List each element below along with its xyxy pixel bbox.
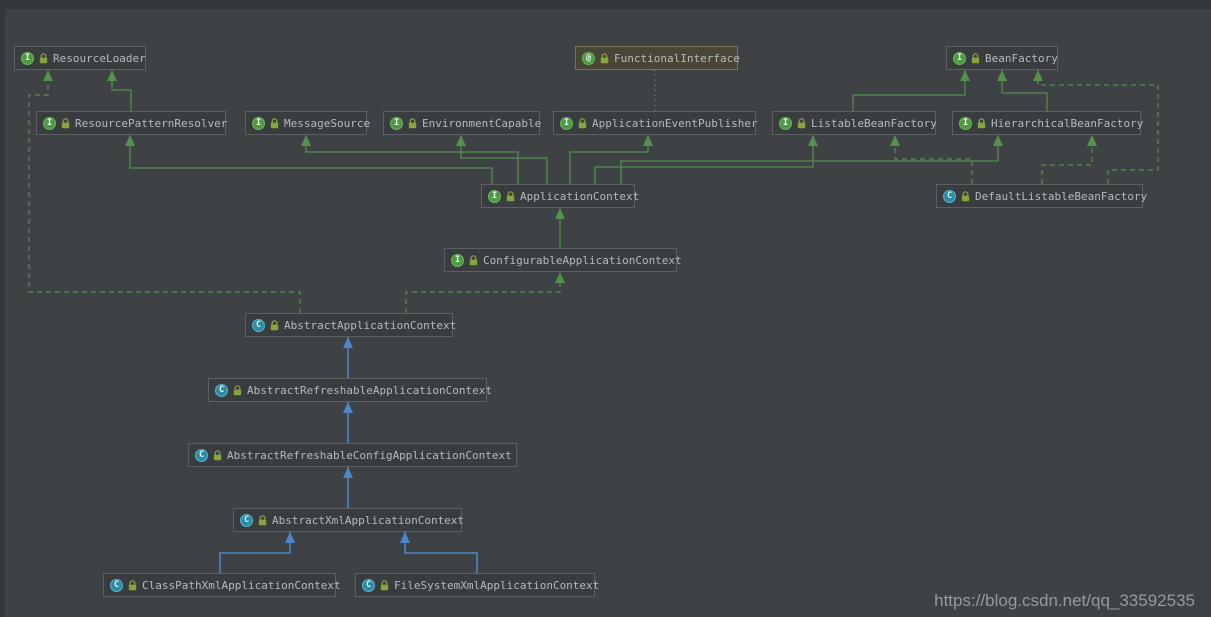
- node-configurableApplicationContext[interactable]: I ConfigurableApplicationContext: [444, 248, 682, 272]
- node-environmentCapable[interactable]: I EnvironmentCapable: [383, 111, 542, 135]
- node-hierarchicalBeanFactory[interactable]: I HierarchicalBeanFactory: [952, 111, 1144, 135]
- node-label: AbstractRefreshableApplicationContext: [247, 384, 493, 397]
- node-label: MessageSource: [284, 117, 371, 130]
- node-abstractRefreshableApplicationContext[interactable]: C AbstractRefreshableApplicationContext: [208, 378, 492, 402]
- interface-icon: I: [560, 116, 573, 130]
- node-label: ResourcePatternResolver: [75, 117, 228, 130]
- lock-icon: [380, 579, 389, 591]
- lock-icon: [270, 117, 279, 129]
- node-defaultListableBeanFactory[interactable]: C DefaultListableBeanFactory: [936, 184, 1147, 208]
- edge-listableBeanFactory-extends-beanFactory: [852, 70, 970, 111]
- frame-top: [0, 0, 1211, 9]
- lock-icon: [469, 254, 478, 266]
- node-label: AbstractXmlApplicationContext: [272, 514, 465, 527]
- lock-icon: [506, 190, 515, 202]
- lock-icon: [408, 117, 417, 129]
- lock-icon: [270, 319, 279, 331]
- class-icon: C: [362, 578, 375, 592]
- class-icon: C: [943, 189, 956, 203]
- lock-icon: [977, 117, 986, 129]
- edge-abstractApplicationContext-implements-resourceLoader: [28, 70, 301, 313]
- lock-icon: [797, 117, 806, 129]
- interface-icon: I: [252, 116, 265, 130]
- edge-abstractApplicationContext-implements-configurableApplicationContext: [405, 272, 565, 313]
- node-label: EnvironmentCapable: [422, 117, 542, 130]
- lock-icon: [961, 190, 970, 202]
- node-fileSystemXmlApplicationContext[interactable]: C FileSystemXmlApplicationContext: [355, 573, 599, 597]
- class-icon: C: [240, 513, 253, 527]
- node-label: DefaultListableBeanFactory: [975, 190, 1148, 203]
- node-label: ConfigurableApplicationContext: [483, 254, 682, 267]
- node-beanFactory[interactable]: I BeanFactory: [946, 46, 1058, 70]
- interface-icon: I: [779, 116, 792, 130]
- lock-icon: [233, 384, 242, 396]
- class-icon: C: [252, 318, 265, 332]
- class-icon: C: [110, 578, 123, 592]
- lock-icon: [61, 117, 70, 129]
- node-abstractXmlApplicationContext[interactable]: C AbstractXmlApplicationContext: [233, 508, 465, 532]
- watermark: https://blog.csdn.net/qq_33592535: [934, 591, 1195, 610]
- node-label: FileSystemXmlApplicationContext: [394, 579, 600, 592]
- node-applicationContext[interactable]: I ApplicationContext: [481, 184, 639, 208]
- lock-icon: [213, 449, 222, 461]
- edge-applicationContext-extends-listableBeanFactory: [594, 135, 818, 184]
- edge-applicationContext-extends-environmentCapable: [456, 135, 548, 184]
- class-icon: C: [195, 448, 208, 462]
- node-label: AbstractRefreshableConfigApplicationCont…: [227, 449, 512, 462]
- node-label: FunctionalInterface: [614, 52, 740, 65]
- node-abstractRefreshableConfigApplicationContext[interactable]: C AbstractRefreshableConfigApplicationCon…: [188, 443, 517, 467]
- node-label: AbstractApplicationContext: [284, 319, 457, 332]
- interface-icon: I: [451, 253, 464, 267]
- node-label: ClassPathXmlApplicationContext: [142, 579, 341, 592]
- interface-icon: I: [43, 116, 56, 130]
- class-icon: C: [215, 383, 228, 397]
- node-label: ListableBeanFactory: [811, 117, 937, 130]
- lock-icon: [578, 117, 587, 129]
- frame-left: [0, 0, 5, 617]
- interface-icon: I: [488, 189, 501, 203]
- lock-icon: [39, 52, 48, 64]
- lock-icon: [128, 579, 137, 591]
- edge-applicationContext-extends-messageSource: [301, 135, 519, 184]
- interface-icon: I: [953, 51, 966, 65]
- edge-fileSystemXmlApplicationContext-extends-abstractXmlApplicationContext: [400, 532, 478, 573]
- node-label: ResourceLoader: [53, 52, 146, 65]
- lock-icon: [971, 52, 980, 64]
- edge-resourcePatternResolver-extends-resourceLoader: [107, 70, 132, 111]
- node-resourceLoader[interactable]: I ResourceLoader: [14, 46, 146, 70]
- edge-applicationContext-extends-applicationEventPublisher: [569, 135, 653, 184]
- node-label: HierarchicalBeanFactory: [991, 117, 1144, 130]
- edge-defaultListableBeanFactory-implements-beanFactory: [1033, 70, 1159, 184]
- node-applicationEventPublisher[interactable]: I ApplicationEventPublisher: [553, 111, 758, 135]
- annotation-icon: @: [582, 51, 595, 65]
- node-classPathXmlApplicationContext[interactable]: C ClassPathXmlApplicationContext: [103, 573, 341, 597]
- edge-hierarchicalBeanFactory-extends-beanFactory: [997, 70, 1048, 111]
- interface-icon: I: [21, 51, 34, 65]
- interface-icon: I: [390, 116, 403, 130]
- edge-applicationContext-extends-hierarchicalBeanFactory: [620, 135, 1003, 184]
- node-resourcePatternResolver[interactable]: I ResourcePatternResolver: [36, 111, 228, 135]
- edge-applicationContext-extends-resourcePatternResolver: [125, 135, 493, 184]
- edge-defaultListableBeanFactory-implements-hierarchicalBeanFactory: [1041, 135, 1097, 184]
- node-listableBeanFactory[interactable]: I ListableBeanFactory: [772, 111, 937, 135]
- node-functionalInterface[interactable]: @ FunctionalInterface: [575, 46, 740, 70]
- node-abstractApplicationContext[interactable]: C AbstractApplicationContext: [245, 313, 457, 337]
- node-messageSource[interactable]: I MessageSource: [245, 111, 371, 135]
- node-label: ApplicationEventPublisher: [592, 117, 758, 130]
- edge-defaultListableBeanFactory-implements-listableBeanFactory: [890, 135, 973, 184]
- lock-icon: [258, 514, 267, 526]
- interface-icon: I: [959, 116, 972, 130]
- edge-classPathXmlApplicationContext-extends-abstractXmlApplicationContext: [219, 532, 295, 573]
- node-label: BeanFactory: [985, 52, 1058, 65]
- node-label: ApplicationContext: [520, 190, 640, 203]
- lock-icon: [600, 52, 609, 64]
